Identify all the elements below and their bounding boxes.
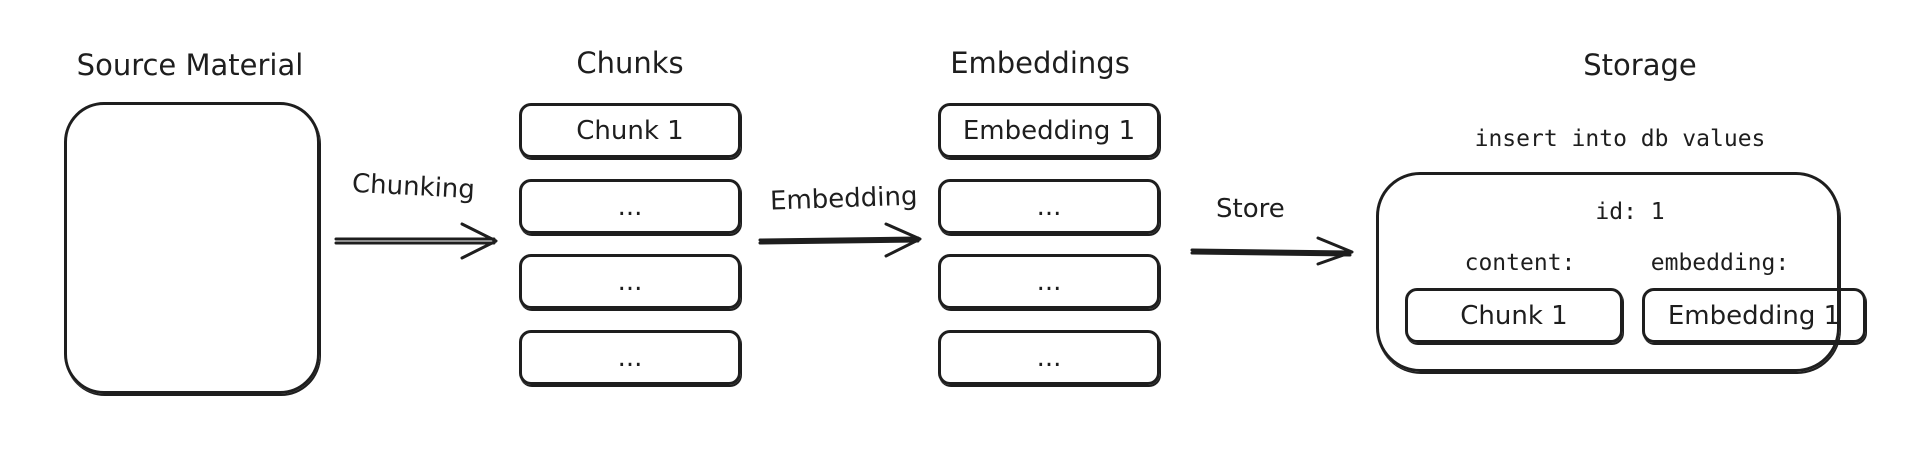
store-arrow [1190, 248, 1352, 257]
source-material-box [64, 102, 320, 394]
chunking-arrowhead [460, 222, 498, 260]
embedding-box: Embedding 1 [938, 103, 1160, 158]
source-material-title: Source Material [76, 48, 304, 82]
embedding-box: ... [938, 254, 1160, 309]
chunking-arrow [334, 237, 496, 245]
record-id: id: 1 [1595, 199, 1665, 225]
embedding-label: Embedding [769, 181, 918, 217]
chunk-box: ... [519, 254, 741, 309]
embedding-box: ... [938, 330, 1160, 385]
chunk-box: ... [519, 179, 741, 234]
embedding-arrowhead [884, 222, 922, 258]
embedding-box: ... [938, 179, 1160, 234]
chunks-title: Chunks [576, 46, 684, 80]
chunk-box: Chunk 1 [519, 103, 741, 158]
embedding-value-box: Embedding 1 [1642, 288, 1866, 343]
chunk-box: ... [519, 330, 741, 385]
db-record-box [1376, 172, 1840, 372]
store-arrowhead [1316, 236, 1354, 266]
storage-title: Storage [1583, 48, 1697, 82]
content-field-label: content: [1464, 250, 1576, 276]
content-value-box: Chunk 1 [1405, 288, 1623, 343]
embedding-arrow [758, 236, 920, 245]
embeddings-title: Embeddings [950, 46, 1130, 80]
insert-statement: insert into db values [1474, 126, 1766, 152]
chunking-label: Chunking [351, 168, 476, 206]
embedding-field-label: embedding: [1650, 250, 1790, 276]
store-label: Store [1216, 194, 1285, 224]
